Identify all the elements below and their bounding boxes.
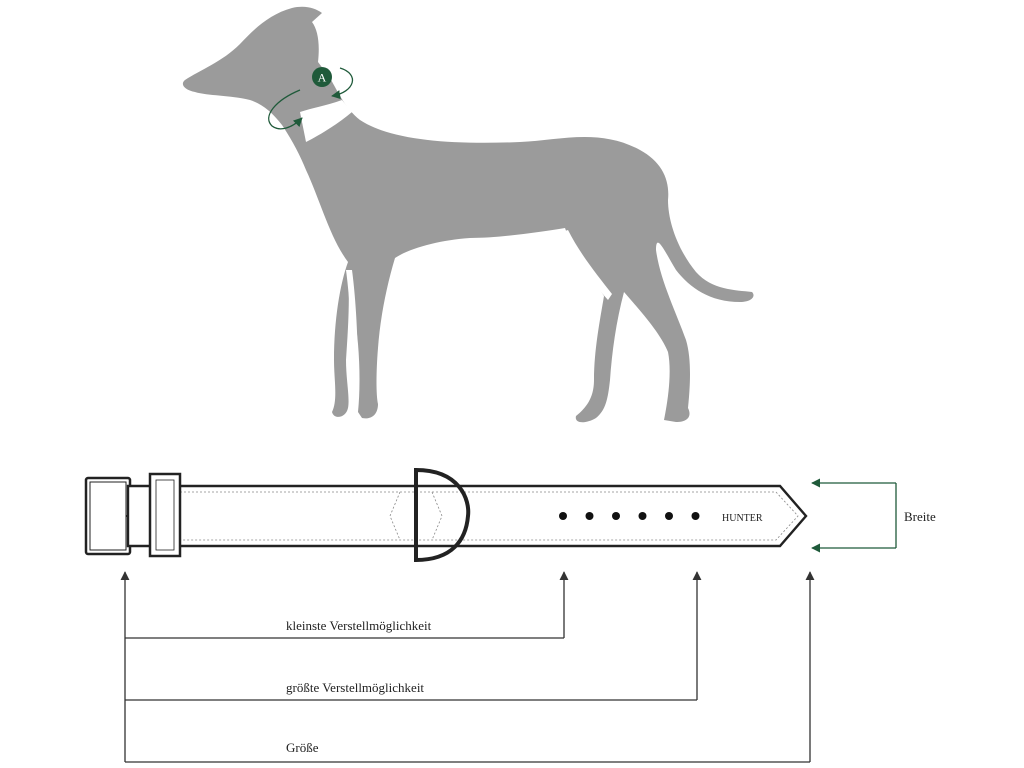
collar-hole <box>638 512 647 520</box>
length-measurements: kleinste Verstellmöglichkeit größte Vers… <box>120 571 815 763</box>
smallest-label: kleinste Verstellmöglichkeit <box>286 618 432 633</box>
largest-label: größte Verstellmöglichkeit <box>286 680 424 695</box>
collar-hole <box>691 512 700 520</box>
marker-a-badge <box>312 67 332 87</box>
buckle-inner <box>89 481 127 551</box>
dog-silhouette <box>182 6 754 423</box>
marker-a-label: A <box>318 71 327 85</box>
buckle-frame <box>84 476 132 556</box>
collar-hole <box>585 512 594 520</box>
brand-logo-text: HUNTER <box>722 513 763 524</box>
collar-hole <box>612 512 620 520</box>
keeper-loop <box>148 472 182 558</box>
collar-hole <box>559 512 567 520</box>
adjustment-holes <box>559 512 700 520</box>
diamond-stitch-left <box>389 491 401 541</box>
collar-hole <box>665 512 673 520</box>
width-label: Breite <box>904 509 936 524</box>
keeper-inner <box>155 479 175 551</box>
neck-measurement-marker: A <box>268 67 353 130</box>
size-label: Größe <box>286 740 319 755</box>
diamond-stitch-right <box>431 491 443 541</box>
collar-drawing: HUNTER <box>84 467 808 563</box>
d-ring <box>414 467 471 563</box>
width-measurement: Breite <box>811 478 936 553</box>
